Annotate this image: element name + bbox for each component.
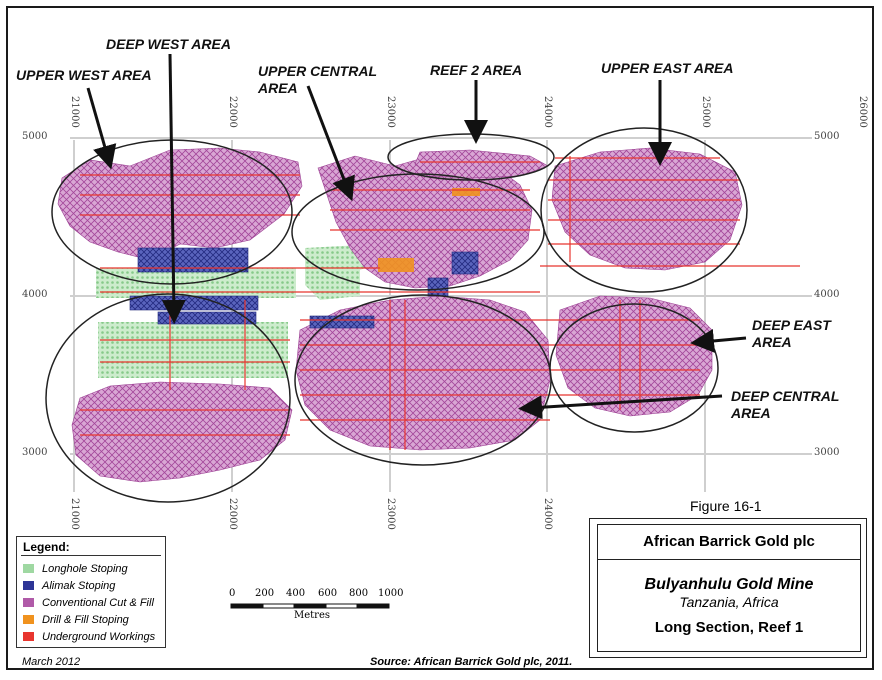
y-tick-right-5000: 5000	[814, 131, 840, 142]
y-tick-left-5000: 5000	[22, 131, 48, 142]
label-deep-east-area: DEEP EAST AREA	[752, 317, 831, 350]
label-upper-central-area: UPPER CENTRAL AREA	[258, 63, 378, 96]
mine-name: Bulyanhulu Gold Mine	[644, 576, 814, 593]
label-reef2-area: REEF 2 AREA	[430, 62, 523, 78]
x-tick-top-22000: 22000	[227, 96, 238, 128]
scale-tick-1000: 1000	[378, 588, 404, 599]
title-block: African Barrick Gold plc Bulyanhulu Gold…	[597, 524, 861, 652]
x-tick-top-25000: 25000	[700, 96, 711, 128]
x-tick-bottom-24000: 24000	[542, 498, 553, 530]
x-tick-top-21000: 21000	[69, 96, 80, 128]
ellipse-deep-west	[45, 293, 291, 503]
y-tick-right-3000: 3000	[814, 447, 840, 458]
x-tick-bottom-23000: 23000	[385, 498, 396, 530]
x-tick-top-23000: 23000	[385, 96, 396, 128]
y-tick-right-4000: 4000	[814, 289, 840, 300]
underground-workings	[80, 156, 800, 450]
legend-label-longhole: Longhole Stoping	[42, 562, 128, 575]
legend-swatch-longhole	[23, 564, 34, 573]
company-name: African Barrick Gold plc	[643, 533, 815, 550]
figure-label: Figure 16-1	[690, 498, 762, 514]
legend-swatch-workings	[23, 632, 34, 641]
legend-label-alimak: Alimak Stoping	[42, 579, 116, 592]
title-block-outer	[589, 518, 867, 658]
legend-swatch-drill-fill	[23, 615, 34, 624]
x-tick-bottom-22000: 22000	[227, 498, 238, 530]
legend-label-drill-fill: Drill & Fill Stoping	[42, 613, 129, 626]
ellipse-upper-east	[540, 127, 748, 293]
date-text: March 2012	[22, 656, 81, 668]
scale-tick-0: 0	[229, 588, 236, 599]
legend-item-longhole: Longhole Stoping	[23, 561, 128, 576]
ellipse-deep-east	[549, 303, 719, 433]
legend: Legend: Longhole Stoping Alimak Stoping …	[16, 536, 166, 648]
scale-tick-200: 200	[255, 588, 275, 599]
scale-tick-400: 400	[286, 588, 306, 599]
area-ellipses	[45, 127, 748, 503]
legend-swatch-cut-fill	[23, 598, 34, 607]
legend-item-drill-fill: Drill & Fill Stoping	[23, 612, 129, 627]
mine-location: Tanzania, Africa	[679, 594, 779, 610]
source-text: Source: African Barrick Gold plc, 2011.	[370, 656, 573, 668]
legend-item-cut-fill: Conventional Cut & Fill	[23, 595, 154, 610]
label-arrows	[86, 53, 747, 420]
legend-label-cut-fill: Conventional Cut & Fill	[42, 596, 154, 609]
label-deep-central-area: DEEP CENTRAL AREA	[731, 388, 840, 421]
legend-swatch-alimak	[23, 581, 34, 590]
figure-frame	[6, 6, 874, 670]
legend-item-workings: Underground Workings	[23, 629, 155, 644]
scale-tick-600: 600	[318, 588, 338, 599]
legend-label-workings: Underground Workings	[42, 630, 156, 643]
title-divider	[598, 559, 860, 560]
scale-unit: Metres	[294, 610, 331, 621]
section-title: Long Section, Reef 1	[654, 619, 804, 636]
label-deep-west-area: DEEP WEST AREA	[106, 36, 231, 52]
legend-divider	[21, 555, 161, 556]
scale-bar	[230, 603, 390, 609]
x-tick-top-24000: 24000	[542, 96, 553, 128]
legend-title: Legend:	[23, 540, 70, 554]
y-tick-left-3000: 3000	[22, 447, 48, 458]
label-upper-east-area: UPPER EAST AREA	[601, 60, 734, 76]
drill-fill-stoping	[378, 188, 480, 272]
x-tick-top-26000: 26000	[857, 96, 868, 128]
x-tick-bottom-21000: 21000	[69, 498, 80, 530]
legend-item-alimak: Alimak Stoping	[23, 578, 115, 593]
scale-tick-800: 800	[349, 588, 369, 599]
y-tick-left-4000: 4000	[22, 289, 48, 300]
label-upper-west-area: UPPER WEST AREA	[16, 67, 152, 83]
